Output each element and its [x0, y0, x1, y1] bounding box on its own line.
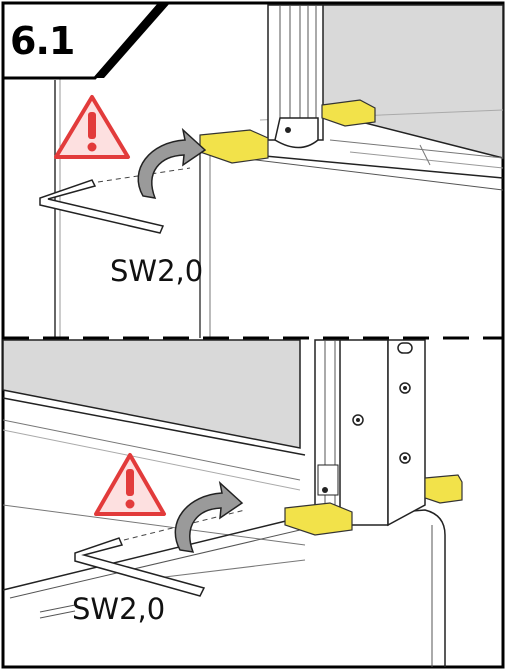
top-panel: [39, 4, 504, 338]
glass-panel: [2, 339, 301, 449]
step-number: 6.1: [10, 19, 75, 63]
warning-triangle-icon: [54, 95, 130, 159]
rotation-arrow-icon: [174, 480, 244, 553]
shim-block-right: [424, 474, 463, 504]
rotation-arrow-icon: [137, 127, 207, 199]
shim-block-left: [284, 502, 353, 536]
step-badge-accent: [93, 3, 170, 78]
glass-panel: [321, 4, 504, 159]
tool-size-label-top: SW2,0: [110, 254, 204, 288]
hinge-screw: [285, 127, 291, 133]
tool-size-label-bottom: SW2,0: [72, 592, 166, 626]
slot-hole: [397, 342, 413, 354]
hinge-screw: [322, 487, 328, 493]
hex-key-icon: [39, 179, 165, 234]
bottom-panel: [2, 339, 463, 667]
warning-triangle-icon: [94, 453, 166, 516]
shim-block-right: [321, 99, 376, 127]
hex-key-icon: [74, 537, 206, 597]
